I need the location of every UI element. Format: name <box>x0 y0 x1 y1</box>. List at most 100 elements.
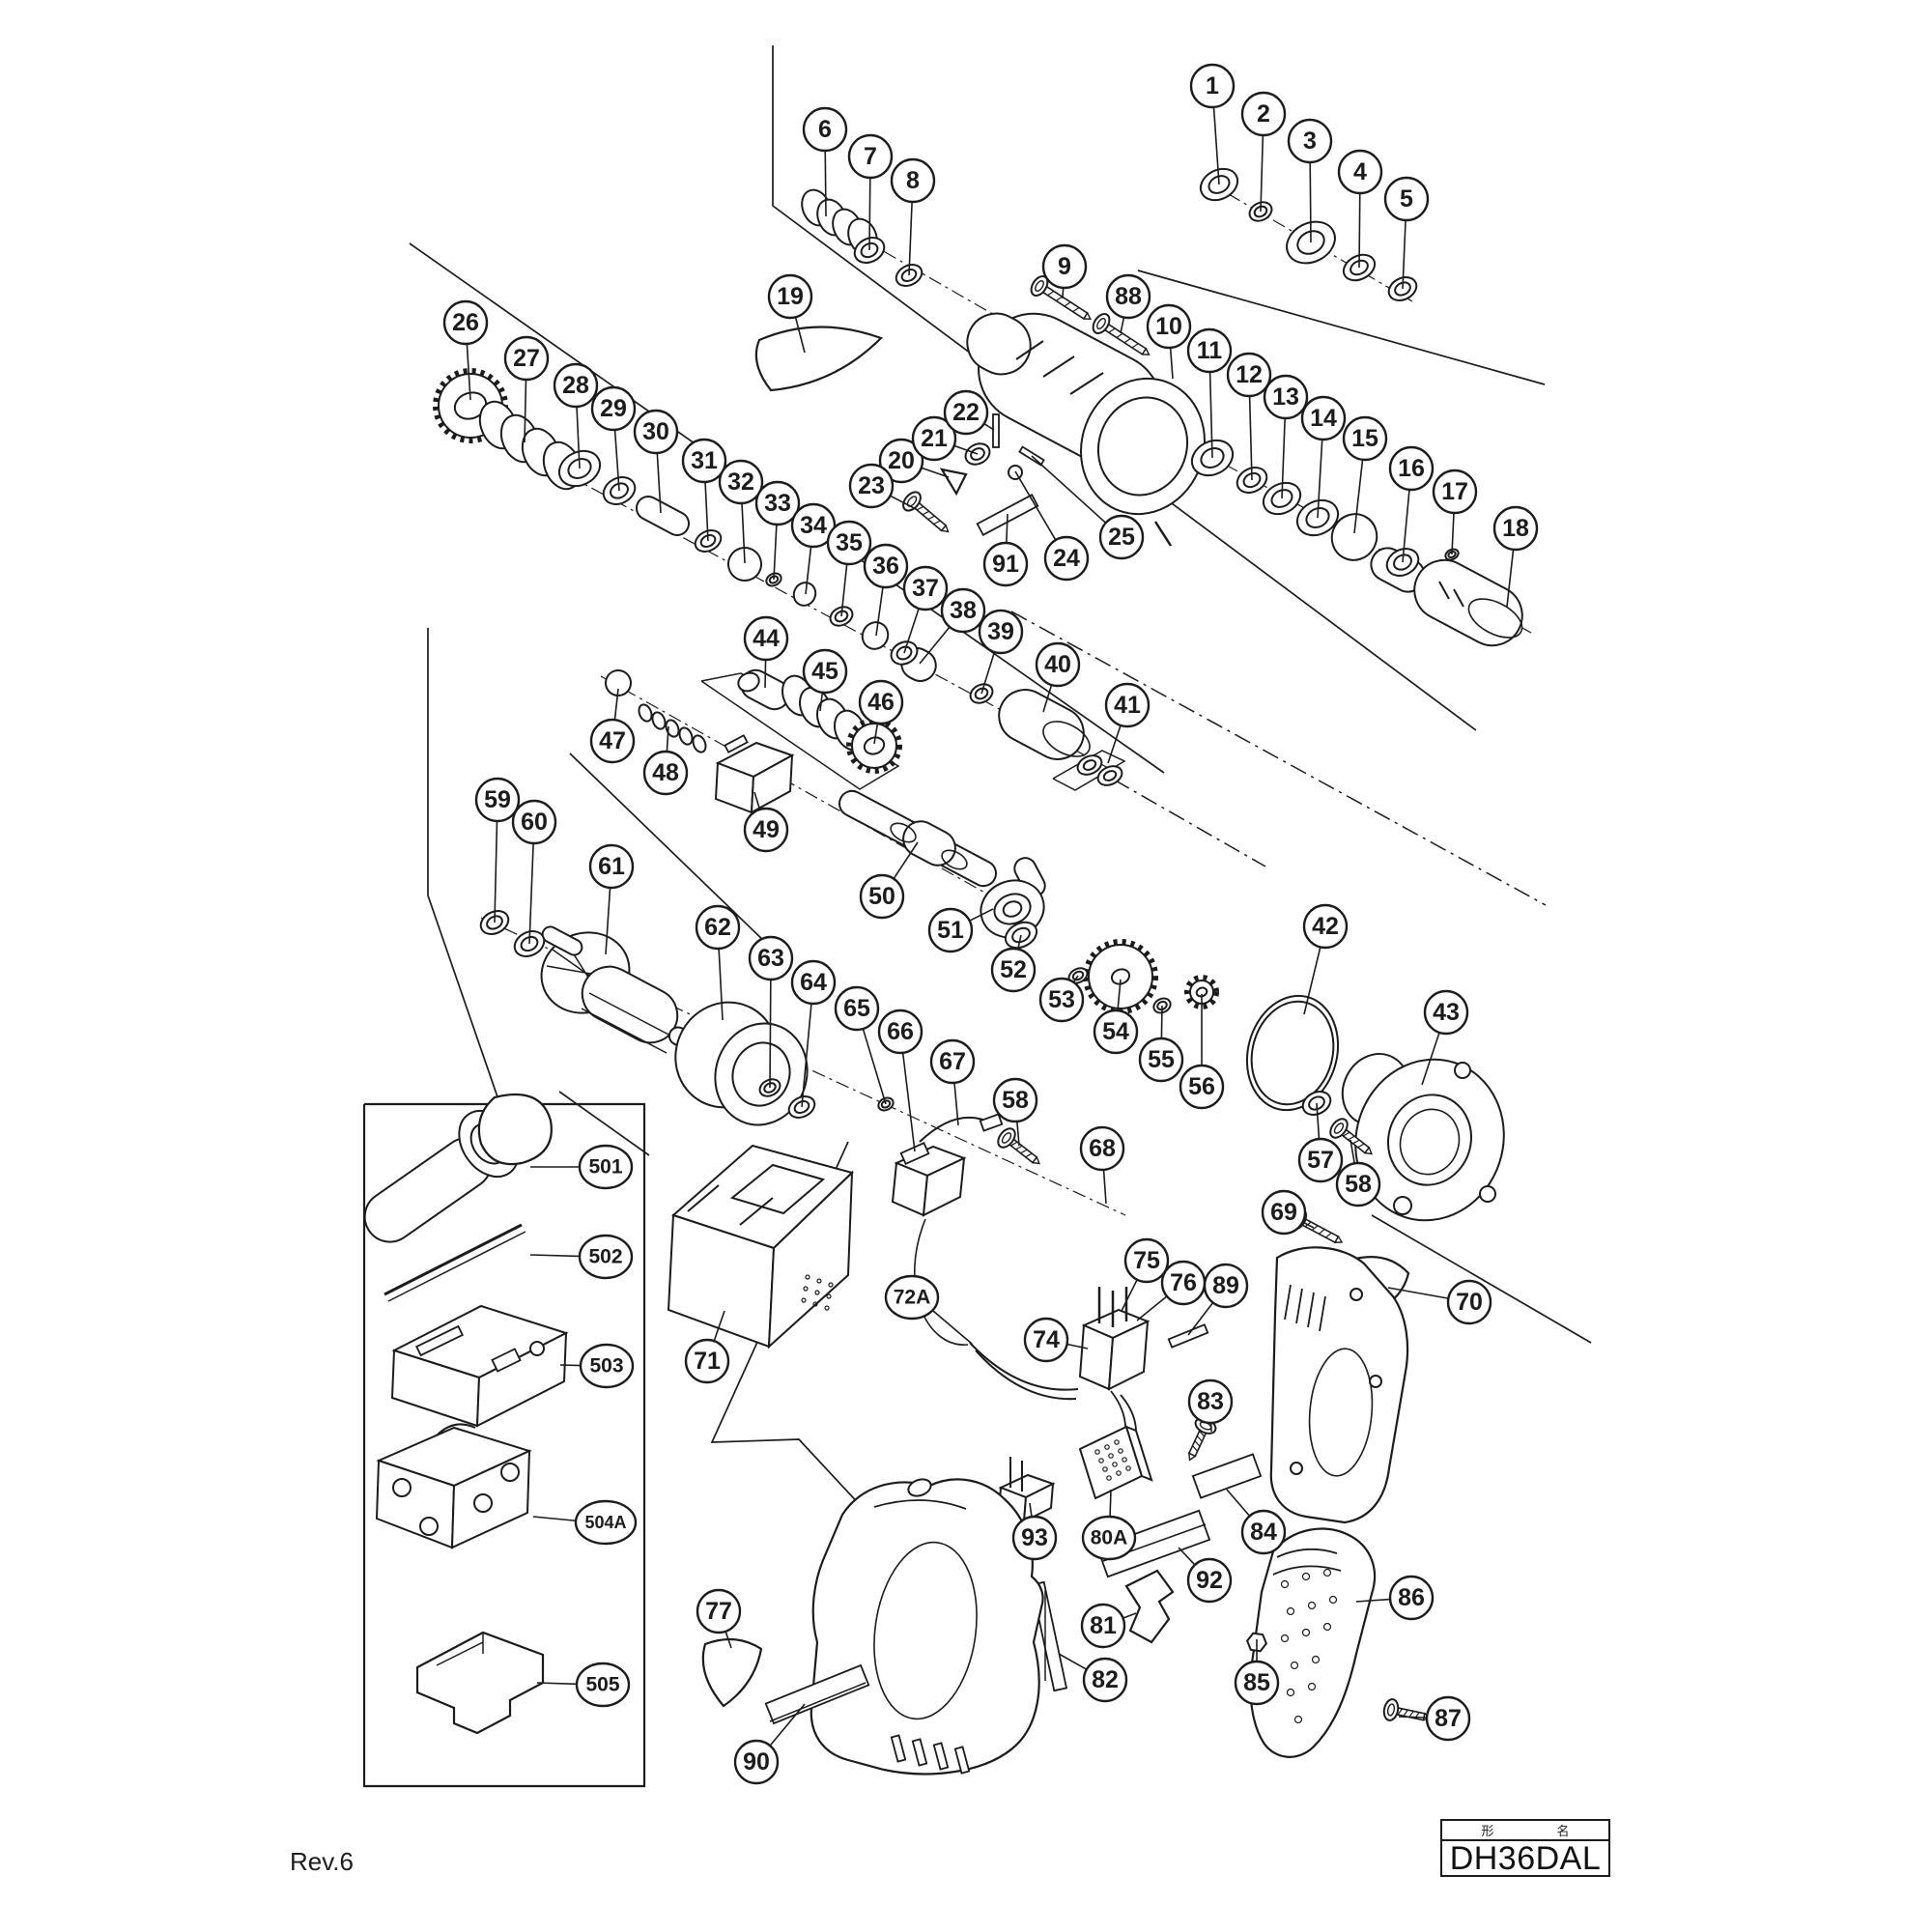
part-ball <box>1454 1062 1471 1079</box>
callout-balloon-48 <box>642 750 689 796</box>
leader-line <box>1066 1343 1089 1350</box>
callout-number-3: 3 <box>1303 128 1317 155</box>
part-screw <box>1329 1118 1373 1155</box>
part-texture-dot <box>828 1282 834 1288</box>
callout-balloon-46 <box>858 679 904 725</box>
leader-line <box>1102 1169 1107 1205</box>
part-texture-dot <box>801 1297 807 1303</box>
callout-number-23: 23 <box>858 472 885 499</box>
leader-line <box>901 1052 916 1152</box>
part-plate <box>953 1746 971 1775</box>
part-body <box>1249 1527 1377 1758</box>
part-texture-dot <box>805 1274 810 1280</box>
callout-number-28: 28 <box>562 372 589 399</box>
callout-number-501: 501 <box>588 1156 622 1179</box>
callout-balloon-83 <box>1187 1378 1234 1425</box>
part-texture-dot <box>814 1290 820 1295</box>
part-edge <box>1467 598 1523 639</box>
leader-line <box>983 422 995 431</box>
callout-balloon-66 <box>877 1009 923 1055</box>
callout-balloon-501 <box>578 1144 634 1190</box>
part-gear-hole <box>1110 968 1131 985</box>
part-detail-line <box>581 1008 668 1054</box>
part-detail-line <box>1295 1288 1303 1324</box>
callout-balloon-39 <box>978 609 1024 655</box>
part-body <box>1124 1569 1175 1644</box>
part-wire <box>1276 1548 1338 1558</box>
callout-balloon-24 <box>1043 535 1090 582</box>
callout-balloon-36 <box>863 543 909 589</box>
callout-number-37: 37 <box>912 575 939 602</box>
callout-number-82: 82 <box>1092 1666 1119 1693</box>
part-gear-hole <box>863 736 886 755</box>
leader-line <box>1121 1279 1138 1312</box>
callout-balloon-17 <box>1432 469 1478 515</box>
leader-line <box>1169 347 1174 380</box>
callout-balloon-54 <box>1093 1009 1139 1055</box>
part-cylinder <box>1413 558 1523 647</box>
part-texture-dot <box>1102 1466 1108 1472</box>
callout-number-20: 20 <box>888 447 915 474</box>
part-ball <box>1290 1462 1303 1475</box>
callout-balloon-29 <box>590 385 637 432</box>
callout-balloon-25 <box>1098 514 1145 560</box>
callout-balloon-4 <box>1337 149 1383 195</box>
callout-number-45: 45 <box>811 658 838 685</box>
part-wire <box>975 1350 1077 1401</box>
part-ring-hole <box>1250 1000 1335 1106</box>
leader-line <box>1506 549 1515 608</box>
leader-line <box>908 201 913 276</box>
part-detail-line <box>1153 521 1173 547</box>
part-gear-teeth <box>1184 975 1219 1009</box>
part-spring-coil <box>638 703 653 723</box>
part-spring-coil <box>651 711 667 730</box>
part-gear-hole <box>1195 986 1208 998</box>
part-spring-coil <box>665 719 680 738</box>
part-washer-hole <box>486 915 503 930</box>
callout-balloon-504A <box>574 1499 638 1546</box>
callout-balloon-58 <box>992 1077 1038 1123</box>
leader-line <box>704 481 709 542</box>
callout-balloon-6 <box>802 106 848 153</box>
callout-number-17: 17 <box>1441 478 1468 505</box>
part-texture-dot <box>816 1278 822 1284</box>
part-edge <box>873 1541 978 1720</box>
part-body <box>415 1631 545 1735</box>
callout-number-13: 13 <box>1272 384 1299 411</box>
callout-number-58: 58 <box>1002 1087 1029 1114</box>
callout-balloon-7 <box>847 133 894 180</box>
leader-line <box>559 1364 582 1367</box>
leader-line <box>1451 512 1455 555</box>
part-gear-hole <box>453 391 488 420</box>
part-ball <box>473 1493 493 1513</box>
part-gear-teeth <box>846 718 902 774</box>
callout-number-76: 76 <box>1170 1269 1197 1296</box>
callout-balloon-74 <box>1023 1317 1069 1363</box>
part-detail-line <box>588 992 675 1038</box>
part-texture-dot <box>1286 1688 1295 1697</box>
callout-number-2: 2 <box>1257 100 1270 128</box>
part-edge <box>941 849 968 870</box>
callout-balloon-44 <box>743 615 789 662</box>
part-texture-dot <box>1328 1595 1338 1605</box>
callout-number-87: 87 <box>1435 1705 1462 1732</box>
callout-number-1: 1 <box>1206 72 1219 99</box>
callout-balloon-92 <box>1186 1557 1233 1604</box>
leader-line <box>801 1003 812 1108</box>
section-line <box>700 672 900 790</box>
leader-line <box>953 444 979 455</box>
part-texture-dot <box>1106 1475 1112 1481</box>
leader-line <box>1402 489 1410 563</box>
callout-number-85: 85 <box>1243 1669 1270 1696</box>
part-plate <box>979 1113 1004 1132</box>
callout-balloon-19 <box>767 273 813 320</box>
leader-line <box>931 1309 973 1345</box>
part-body <box>701 1637 763 1708</box>
callout-balloon-11 <box>1186 327 1233 374</box>
callout-balloon-43 <box>1423 989 1469 1036</box>
callout-balloon-15 <box>1342 415 1388 462</box>
callout-balloon-72A <box>884 1274 940 1321</box>
callout-balloon-10 <box>1146 303 1192 350</box>
callout-balloon-3 <box>1287 118 1333 164</box>
callout-balloon-62 <box>695 904 741 951</box>
